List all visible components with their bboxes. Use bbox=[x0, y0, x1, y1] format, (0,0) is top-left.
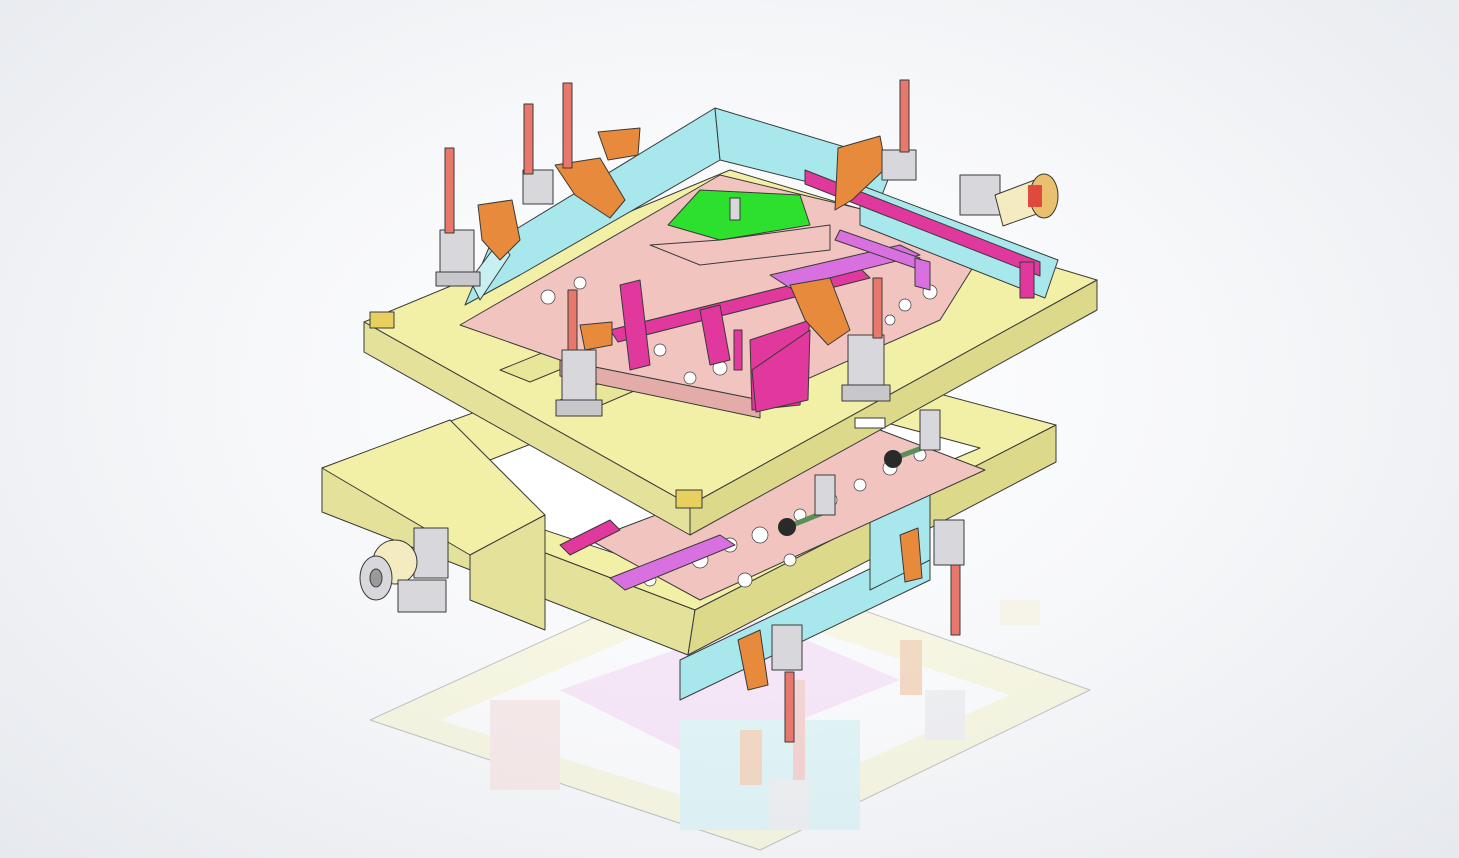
lower-magenta-rail bbox=[559, 519, 621, 556]
lower-pin-cylinder bbox=[814, 474, 836, 516]
upper-frame-front-right bbox=[689, 279, 1098, 536]
lower-toggle-clamp[interactable] bbox=[771, 624, 803, 671]
clamp-arm-3[interactable] bbox=[597, 127, 641, 161]
lower-locator-pin-right[interactable] bbox=[950, 559, 961, 636]
lower-locator-pin[interactable] bbox=[784, 671, 795, 743]
reflection-inner bbox=[440, 600, 1010, 815]
mount-pad-left bbox=[369, 311, 395, 329]
pink-gusset bbox=[751, 329, 811, 413]
toggle-clamp-3[interactable] bbox=[881, 149, 917, 181]
violet-tube-frame bbox=[769, 229, 931, 291]
lower-violet-rail bbox=[609, 534, 736, 591]
left-pivot-clamp[interactable] bbox=[397, 579, 447, 613]
clamp-arm-5[interactable] bbox=[789, 277, 851, 346]
center-post bbox=[733, 329, 743, 371]
lower-clamp-arm-right[interactable] bbox=[899, 527, 923, 583]
clamp-arms[interactable] bbox=[477, 127, 887, 351]
lower-pin-cylinder-2 bbox=[919, 409, 941, 451]
right-pivot-spring bbox=[1028, 185, 1042, 207]
left-pivot-assembly[interactable] bbox=[359, 527, 449, 613]
locator-pin-3[interactable] bbox=[562, 82, 573, 169]
reflection-clamp-2 bbox=[925, 690, 965, 740]
clamp-base-plate-1 bbox=[435, 271, 481, 287]
mount-pad-front bbox=[675, 489, 703, 509]
clamp-arm-2[interactable] bbox=[554, 157, 626, 219]
left-pivot-bracket bbox=[413, 527, 449, 579]
reflection-block bbox=[490, 700, 560, 790]
lower-toggle-clamp-right[interactable] bbox=[933, 519, 965, 566]
clamp-arm-4[interactable] bbox=[834, 135, 887, 211]
locator-pin-4[interactable] bbox=[899, 79, 910, 153]
locator-pin-6[interactable] bbox=[872, 277, 883, 339]
pivot-flange-bore bbox=[369, 568, 383, 588]
locator-pin-2[interactable] bbox=[523, 103, 534, 175]
toggle-clamp-2[interactable] bbox=[522, 169, 554, 205]
reflection-arm bbox=[740, 730, 762, 785]
floor-reflection bbox=[369, 559, 1091, 851]
reflection-arm-2 bbox=[900, 640, 922, 695]
right-pivot-bracket bbox=[959, 174, 1001, 216]
toggle-clamps[interactable] bbox=[435, 149, 917, 417]
label-plate bbox=[854, 417, 886, 429]
clamp-base-plate-2 bbox=[555, 399, 603, 417]
clamp-arm-1[interactable] bbox=[477, 199, 521, 261]
reflection-clamp bbox=[770, 780, 810, 830]
locator-pin-icon[interactable] bbox=[444, 147, 455, 234]
clamp-base-plate-3 bbox=[841, 384, 891, 402]
locator-pin-5[interactable] bbox=[567, 289, 578, 351]
reflection-pin bbox=[793, 680, 805, 790]
reflection-pivot bbox=[1000, 600, 1040, 626]
lower-clamp-arm[interactable] bbox=[737, 629, 769, 691]
locator-pins[interactable] bbox=[444, 79, 910, 351]
clamp-arm-6[interactable] bbox=[579, 321, 613, 351]
reflection-plate bbox=[560, 620, 900, 760]
lower-front-beam-side bbox=[469, 514, 546, 631]
green-part-fixture[interactable] bbox=[649, 189, 831, 266]
reflection-wall bbox=[680, 720, 860, 830]
right-pivot-assembly[interactable] bbox=[959, 173, 1059, 227]
